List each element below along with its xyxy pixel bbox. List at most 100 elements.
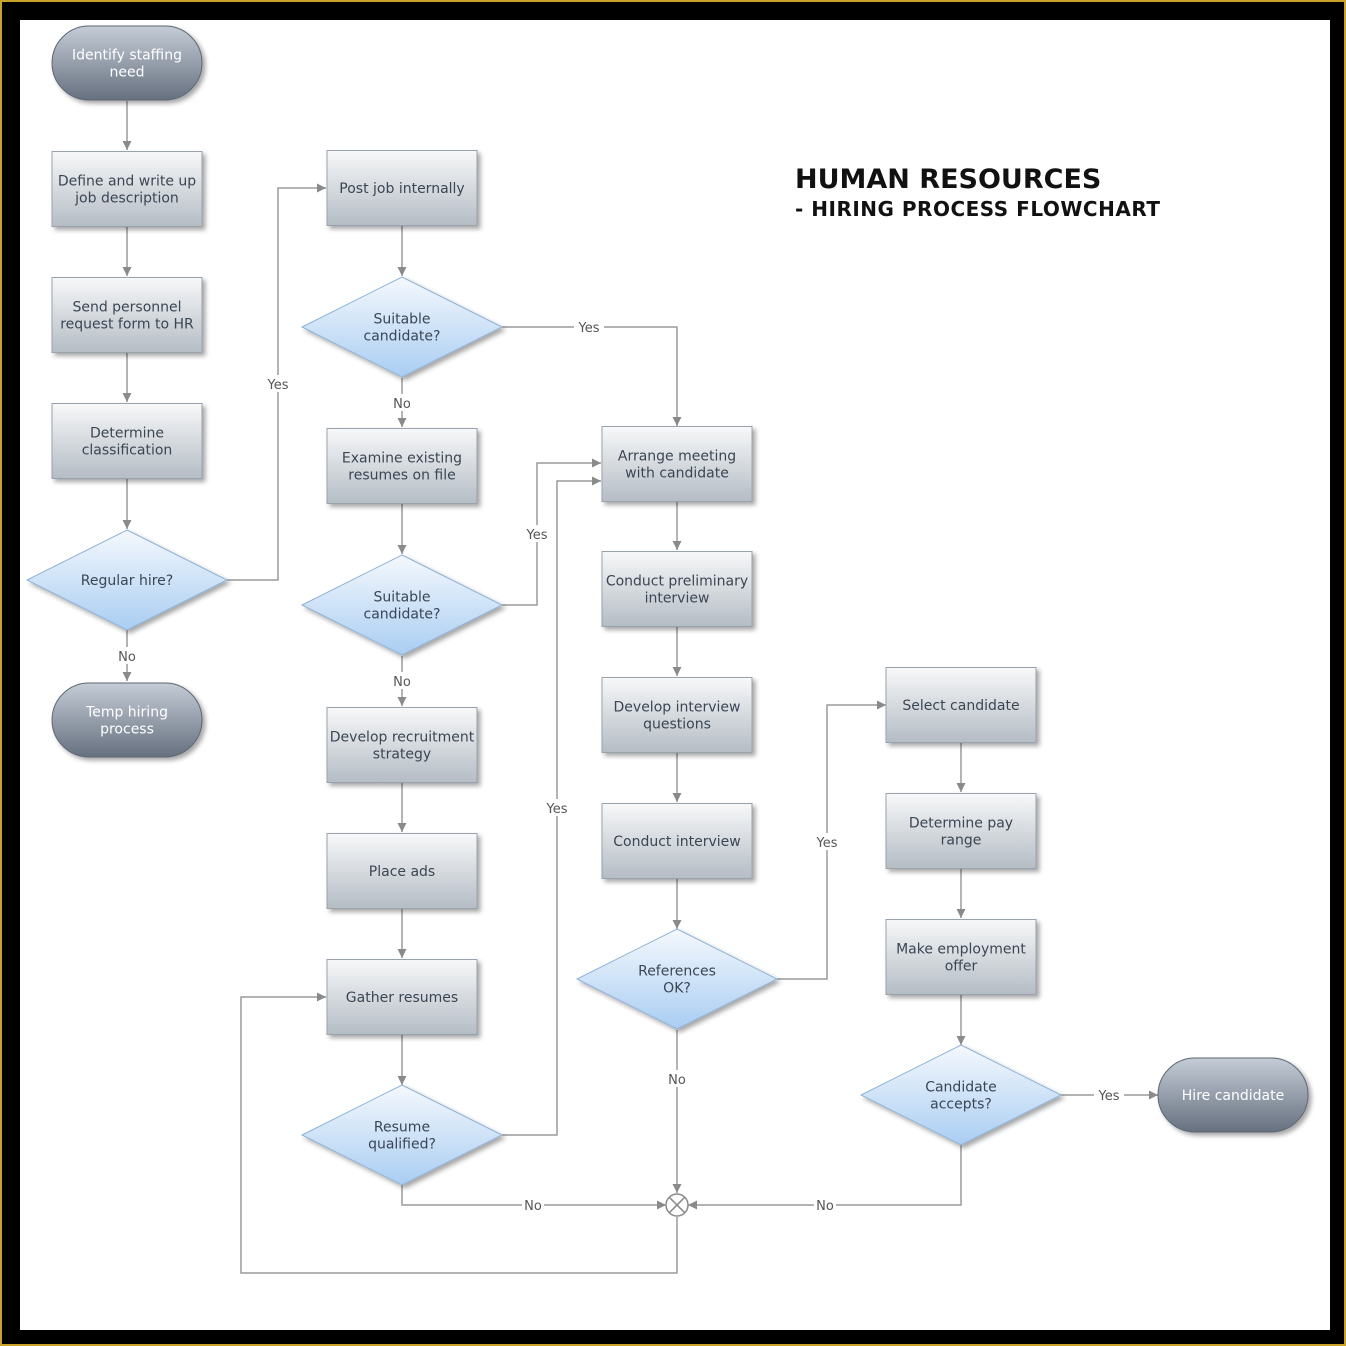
process-develop-interview-questions-label-line-1: Develop interview: [614, 700, 741, 716]
decision-resume-qualified-label-line-1: Resume: [374, 1120, 430, 1136]
process-place-ads: Place ads: [326, 833, 478, 909]
edge-label-suit2-no: No: [391, 672, 413, 690]
edge-label-text-refs-no: No: [668, 1073, 686, 1088]
process-conduct-preliminary-interview-shape: [601, 551, 753, 627]
process-make-employment-offer-shape: [885, 919, 1037, 995]
decision-suitable-candidate-2-shape: [300, 554, 504, 656]
edge-suit1-arrange: [502, 326, 682, 426]
process-select-candidate: Select candidate: [885, 667, 1037, 743]
terminal-temp-hiring-process-label-line-2: process: [100, 722, 154, 738]
terminal-hire-candidate: Hire candidate: [1157, 1057, 1309, 1133]
process-conduct-interview-shape: [601, 803, 753, 879]
edge-label-refs-no: No: [666, 1070, 688, 1088]
process-examine-existing-resumes-label-line-2: resumes on file: [348, 468, 455, 484]
edge-label-accepts-yes: Yes: [1094, 1086, 1124, 1104]
hiring-flowchart: HUMAN RESOURCES - HIRING PROCESS FLOWCHA…: [25, 25, 1309, 1274]
process-select-candidate-shape: [885, 667, 1037, 743]
process-examine-existing-resumes-shape: [326, 428, 478, 504]
process-conduct-interview: Conduct interview: [601, 803, 753, 879]
terminal-hire-candidate-label-line-1: Hire candidate: [1182, 1088, 1284, 1104]
process-conduct-interview-label-line-1: Conduct interview: [613, 834, 740, 850]
flowchart-canvas: HUMAN RESOURCES - HIRING PROCESS FLOWCHA…: [20, 20, 1330, 1330]
edge-qualified-junction: [401, 1185, 666, 1210]
process-determine-classification-label-line-1: Determine: [90, 426, 164, 442]
process-gather-resumes-label-line-1: Gather resumes: [346, 990, 458, 1006]
decision-candidate-accepts-shape: [859, 1044, 1063, 1146]
decision-suitable-candidate-1-label-line-2: candidate?: [364, 329, 441, 345]
process-send-personnel-request-shape: [51, 277, 203, 353]
edge-label-regular-no: No: [116, 647, 138, 665]
process-determine-pay-range-shape: [885, 793, 1037, 869]
process-send-personnel-request-label-line-2: request form to HR: [60, 317, 194, 333]
decision-references-ok-shape: [575, 928, 779, 1030]
process-post-job-internally-shape: [326, 150, 478, 226]
process-make-employment-offer-label-line-2: offer: [945, 959, 978, 975]
process-determine-classification-shape: [51, 403, 203, 479]
process-arrange-meeting-shape: [601, 426, 753, 502]
process-determine-classification-label-line-2: classification: [82, 443, 173, 459]
process-select-candidate-label-line-1: Select candidate: [902, 698, 1019, 714]
process-develop-recruitment-strategy-label-line-1: Develop recruitment: [330, 730, 475, 746]
edge-label-accepts-no: No: [814, 1196, 836, 1214]
process-conduct-preliminary-interview-label-line-1: Conduct preliminary: [606, 574, 748, 590]
edge-label-suit2-yes: Yes: [522, 525, 552, 543]
edge-label-text-qualified-no: No: [524, 1199, 542, 1214]
process-examine-existing-resumes-label-line-1: Examine existing: [342, 451, 462, 467]
decision-regular-hire-label-line-1: Regular hire?: [81, 573, 173, 589]
process-post-job-internally-label-line-1: Post job internally: [339, 181, 464, 197]
edge-junction-gather: [240, 992, 678, 1274]
title-line-2: - HIRING PROCESS FLOWCHART: [795, 197, 1160, 221]
edge-label-text-accepts-yes: Yes: [1098, 1089, 1120, 1104]
decision-suitable-candidate-2-label-line-1: Suitable: [373, 590, 430, 606]
process-define-job-description-label-line-1: Define and write up: [58, 174, 196, 190]
process-develop-interview-questions-label-line-2: questions: [643, 717, 711, 733]
decision-resume-qualified-shape: [300, 1084, 504, 1186]
edge-label-text-qualified-yes: Yes: [546, 802, 568, 817]
process-gather-resumes: Gather resumes: [326, 959, 478, 1035]
decision-suitable-candidate-1-shape: [300, 276, 504, 378]
process-make-employment-offer-label-line-1: Make employment: [896, 942, 1026, 958]
process-develop-recruitment-strategy-label-line-2: strategy: [373, 747, 431, 763]
process-determine-pay-range-label-line-2: range: [941, 833, 982, 849]
decision-suitable-candidate-1-label-line-1: Suitable: [373, 312, 430, 328]
process-conduct-preliminary-interview-label-line-2: interview: [645, 591, 710, 607]
edge-label-text-suit1-no: No: [393, 397, 411, 412]
terminal-identify-staffing-need-shape: [51, 25, 203, 101]
decision-candidate-accepts-label-line-2: accepts?: [930, 1097, 992, 1113]
process-send-personnel-request-label-line-1: Send personnel: [72, 300, 181, 316]
decision-suitable-candidate-2-label-line-2: candidate?: [364, 607, 441, 623]
edge-label-qualified-yes: Yes: [542, 799, 572, 817]
edge-label-text-suit2-yes: Yes: [526, 528, 548, 543]
process-arrange-meeting-label-line-1: Arrange meeting: [618, 449, 736, 465]
decision-regular-hire: Regular hire?: [25, 529, 229, 631]
terminal-hire-candidate-shape: [1157, 1057, 1309, 1133]
edge-label-text-suit2-no: No: [393, 675, 411, 690]
decision-references-ok-label-line-2: OK?: [663, 981, 691, 997]
process-arrange-meeting-label-line-2: with candidate: [625, 466, 729, 482]
decision-resume-qualified-label-line-2: qualified?: [368, 1137, 436, 1153]
terminal-temp-hiring-process-shape: [51, 682, 203, 758]
decision-references-ok-label-line-1: References: [638, 964, 716, 980]
edge-label-refs-yes: Yes: [812, 833, 842, 851]
process-develop-recruitment-strategy-shape: [326, 707, 478, 783]
title-line-1: HUMAN RESOURCES: [795, 164, 1101, 195]
process-gather-resumes-shape: [326, 959, 478, 1035]
edge-label-text-refs-yes: Yes: [816, 836, 838, 851]
process-define-job-description-shape: [51, 151, 203, 227]
edge-label-regular-yes: Yes: [263, 375, 293, 393]
